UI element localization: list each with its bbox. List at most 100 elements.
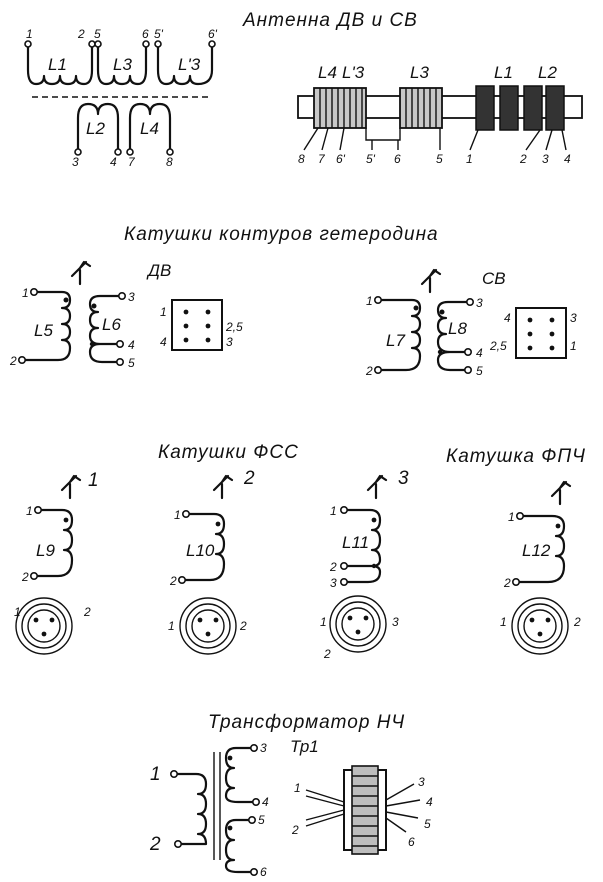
- pin-label: 6': [208, 27, 218, 41]
- pin-label: 3: [260, 741, 267, 755]
- base-pin: 1: [168, 619, 175, 633]
- pin-label: 4: [128, 338, 135, 352]
- rod-pin: 3: [542, 152, 549, 166]
- rod-pin: 1: [466, 152, 473, 166]
- fss-coil-1: [15, 474, 82, 655]
- rod-label-l1: L1: [494, 63, 513, 82]
- lf-transformer-schematic: [170, 743, 421, 876]
- rod-pin: 4: [564, 152, 571, 166]
- osc-dv-coil-pair: [17, 260, 223, 366]
- pin-label: 7: [128, 155, 136, 169]
- socket-pin: 2,5: [489, 339, 507, 353]
- core-pin: 3: [418, 775, 425, 789]
- pin-label: 4: [476, 346, 483, 360]
- core-pin: 4: [426, 795, 433, 809]
- pin-label: 5: [128, 356, 135, 370]
- pin-label: 5: [258, 813, 265, 827]
- pin-label: 1: [330, 504, 337, 518]
- coil-label-l6: L6: [102, 315, 121, 334]
- core-pin: 1: [294, 781, 301, 795]
- fss-index: 1: [88, 470, 100, 491]
- coil-label-l4: L4: [140, 119, 159, 138]
- pin-label: 2: [169, 574, 177, 588]
- core-pin: 2: [291, 823, 299, 837]
- fss-coil-2: [178, 474, 237, 655]
- core-pin: 5: [424, 817, 431, 831]
- coil-label-l3: L3: [113, 55, 132, 74]
- pin-label: 2: [149, 834, 162, 855]
- pin-label: 2: [503, 576, 511, 590]
- coil-label-l7: L7: [386, 331, 405, 350]
- socket-pin: 4: [160, 335, 167, 349]
- base-pin: 1: [14, 605, 21, 619]
- pin-label: 1: [174, 508, 181, 522]
- fss-coil-3: [329, 474, 388, 653]
- pin-label: 2: [77, 27, 85, 41]
- pin-label: 1: [366, 294, 373, 308]
- pin-label: 1: [26, 504, 33, 518]
- heading-fss-coils: Катушки ФСС: [158, 442, 299, 463]
- band-label-dv: ДВ: [146, 261, 171, 280]
- transformer-designator: Тр1: [290, 737, 319, 756]
- heading-antenna: Антенна ДВ и СВ: [242, 10, 418, 31]
- fpch-coil: [511, 480, 572, 655]
- base-pin: 1: [500, 615, 507, 629]
- coil-label-l5: L5: [34, 321, 53, 340]
- coil-label-l11: L11: [342, 533, 369, 552]
- pin-label: 3: [476, 296, 483, 310]
- rod-pin: 6': [336, 152, 346, 166]
- pin-label: 1: [22, 286, 29, 300]
- pin-label: 2: [9, 354, 17, 368]
- coil-label-l3-prime: L'3: [178, 55, 201, 74]
- rod-label-l2: L2: [538, 63, 557, 82]
- rod-label-l4: L4: [318, 63, 337, 82]
- socket-pin: 2,5: [225, 320, 243, 334]
- pin-label: 3: [128, 290, 135, 304]
- pin-label: 4: [110, 155, 117, 169]
- band-label-sv: СВ: [482, 269, 506, 288]
- heading-osc-coils: Катушки контуров гетеродина: [124, 224, 439, 245]
- fss-index: 3: [398, 468, 410, 489]
- ferrite-rod-drawing: [297, 85, 583, 151]
- rod-pin: 2: [519, 152, 527, 166]
- base-pin: 2: [239, 619, 247, 633]
- pin-label: 5: [476, 364, 483, 378]
- coil-label-l10: L10: [186, 541, 215, 560]
- antenna-coil-schematic: [24, 40, 216, 156]
- pin-label: 1: [26, 27, 33, 41]
- base-pin: 2: [83, 605, 91, 619]
- coil-label-l2: L2: [86, 119, 105, 138]
- pin-label: 8: [166, 155, 173, 169]
- heading-fpch-coil: Катушка ФПЧ: [446, 446, 586, 467]
- pin-label: 2: [365, 364, 373, 378]
- pin-label: 4: [262, 795, 269, 809]
- base-pin: 1: [320, 615, 327, 629]
- pin-label: 1: [508, 510, 515, 524]
- rod-pin: 7: [318, 152, 326, 166]
- heading-lf-transformer: Трансформатор НЧ: [208, 712, 405, 733]
- pin-label: 3: [72, 155, 79, 169]
- pin-label: 1: [150, 764, 162, 785]
- pin-label: 2: [329, 560, 337, 574]
- socket-pin: 4: [504, 311, 511, 325]
- socket-pin: 3: [570, 311, 577, 325]
- base-pin: 2: [573, 615, 581, 629]
- base-pin: 2: [323, 647, 331, 661]
- coil-label-l8: L8: [448, 319, 467, 338]
- pin-label: 6: [260, 865, 267, 879]
- rod-pin: 5': [366, 152, 376, 166]
- base-pin: 3: [392, 615, 399, 629]
- rod-label-l3: L3: [410, 63, 429, 82]
- pin-label: 6: [142, 27, 149, 41]
- pin-label: 5: [94, 27, 101, 41]
- core-pin: 6: [408, 835, 415, 849]
- coil-label-l12: L12: [522, 541, 551, 560]
- rod-pin: 5: [436, 152, 443, 166]
- socket-pin: 1: [570, 339, 577, 353]
- coil-label-l9: L9: [36, 541, 55, 560]
- socket-pin: 3: [226, 335, 233, 349]
- osc-sv-coil-pair: [373, 268, 567, 374]
- pin-label: 5': [154, 27, 164, 41]
- coil-label-l1: L1: [48, 55, 67, 74]
